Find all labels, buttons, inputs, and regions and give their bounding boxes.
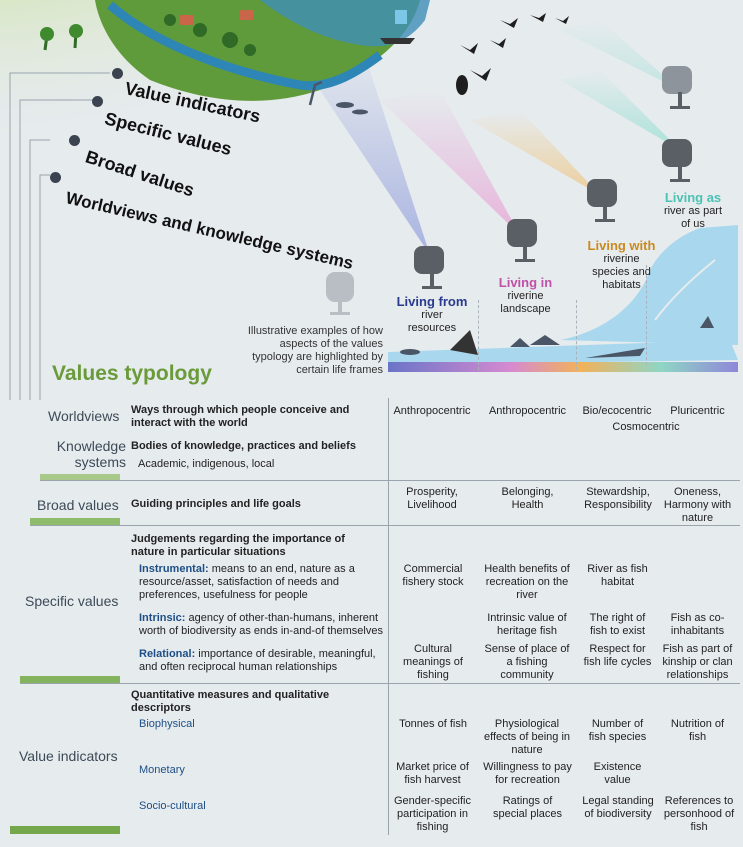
specific-example: Cultural meanings of fishing (403, 643, 463, 681)
row-divider (40, 480, 740, 481)
worldview-example: Bio/ecocentric (582, 405, 652, 417)
frame-title: Living in (498, 275, 553, 290)
frame-living-in: Living in riverine landscape (483, 275, 568, 316)
landscape-illustration (0, 0, 738, 400)
illustrative-note: Illustrative examples of how aspects of … (247, 325, 383, 376)
frame-subtitle: riverine landscape (500, 290, 551, 315)
column-divider (388, 398, 389, 835)
indicator-example: Number of fish species (588, 718, 647, 743)
instrumental-desc: means to an end, nature as a resource/as… (139, 563, 355, 601)
indicator-example: Physiological effects of being in nature (483, 718, 571, 756)
frame-living-with: Living with riverine species and habitat… (574, 238, 669, 292)
specific-example: River as fish habitat (587, 563, 648, 588)
specific-example: Sense of place of a fishing community (484, 643, 570, 681)
knowledge-sub: Academic, indigenous, local (138, 458, 275, 470)
specific-example: The right of fish to exist (589, 612, 646, 637)
specific-example: Commercial fishery stock (402, 563, 464, 588)
typology-title: Values typology (52, 362, 212, 385)
frame-subtitle: river as part of us (663, 205, 723, 230)
worldview-example: Pluricentric (670, 405, 725, 417)
lamp-icon (326, 66, 692, 315)
value-indicators-heading: Quantitative measures and qualitative de… (131, 689, 330, 714)
worldview-example: Anthropocentric (393, 405, 471, 417)
indicator-example: References to personhood of fish (663, 795, 735, 833)
ring-dot (50, 172, 61, 183)
specific-example: Fish as part of kinship or clan relation… (662, 643, 733, 681)
broad-example: Belonging, Health (501, 486, 554, 511)
worldview-cosmocentric: Cosmocentric (612, 421, 680, 433)
indicator-example: Willingness to pay for recreation (483, 761, 572, 786)
intrinsic-name: Intrinsic: (139, 612, 186, 624)
ring-dot (112, 68, 123, 79)
specific-example: Fish as co-inhabitants (670, 612, 725, 637)
green-bar (30, 518, 120, 525)
frame-subtitle: riverine species and habitats (592, 253, 651, 291)
specific-example: Intrinsic value of heritage fish (487, 612, 567, 637)
indicator-example: Legal standing of biodiversity (582, 795, 654, 820)
frame-divider (576, 300, 577, 370)
broad-example: Oneness, Harmony with nature (663, 486, 732, 524)
value-indicators-label: Value indicators (19, 748, 118, 764)
frame-title: Living as (664, 190, 722, 205)
knowledge-heading: Bodies of knowledge, practices and belie… (131, 440, 356, 452)
frame-living-from: Living from river resources (388, 294, 476, 335)
specific-example: Respect for fish life cycles (583, 643, 652, 668)
indicator-monetary: Monetary (139, 764, 185, 776)
intrinsic-desc: agency of other-than-humans, inherent wo… (139, 612, 383, 637)
broad-values-label: Broad values (37, 497, 119, 513)
frame-subtitle: river resources (407, 309, 457, 334)
ring-dot (69, 135, 80, 146)
indicator-example: Ratings of special places (492, 795, 563, 820)
indicator-example: Tonnes of fish (399, 718, 467, 730)
specific-example: Health benefits of recreation on the riv… (484, 563, 570, 601)
indicator-socio-cultural: Socio-cultural (139, 800, 206, 812)
green-bar (40, 474, 120, 480)
specific-values-label: Specific values (25, 593, 119, 609)
frame-title: Living with (587, 238, 656, 253)
relational-name: Relational: (139, 648, 196, 660)
row-divider (30, 525, 740, 526)
broad-example: Stewardship, Responsibility (584, 486, 652, 511)
indicator-biophysical: Biophysical (139, 718, 195, 730)
indicator-example: Market price of fish harvest (396, 761, 469, 786)
broad-example: Prosperity, Livelihood (406, 486, 458, 511)
indicator-example: Existence value (593, 761, 642, 786)
ring-dot (92, 96, 103, 107)
relational-desc: importance of desirable, meaningful, and… (139, 648, 376, 673)
frame-divider (478, 300, 479, 370)
green-bar (10, 826, 120, 834)
indicator-example: Nutrition of fish (670, 718, 725, 743)
knowledge-label: Knowledge systems (56, 438, 126, 470)
worldviews-label: Worldviews (48, 408, 120, 424)
green-bar (20, 676, 120, 683)
frame-living-as: Living as river as part of us (648, 190, 738, 231)
instrumental-name: Instrumental: (139, 563, 209, 575)
relational-row: Relational: importance of desirable, mea… (139, 648, 379, 674)
specific-values-heading: Judgements regarding the importance of n… (131, 533, 345, 558)
indicator-example: Gender-specific participation in fishing (393, 795, 472, 833)
intrinsic-row: Intrinsic: agency of other-than-humans, … (139, 612, 389, 638)
worldview-example: Anthropocentric (488, 405, 567, 417)
worldviews-heading: Ways through which people conceive and i… (131, 404, 350, 429)
frame-divider (646, 265, 647, 365)
row-divider (20, 683, 740, 684)
frame-title: Living from (396, 294, 468, 309)
broad-values-heading: Guiding principles and life goals (131, 498, 301, 510)
instrumental-row: Instrumental: means to an end, nature as… (139, 563, 379, 602)
